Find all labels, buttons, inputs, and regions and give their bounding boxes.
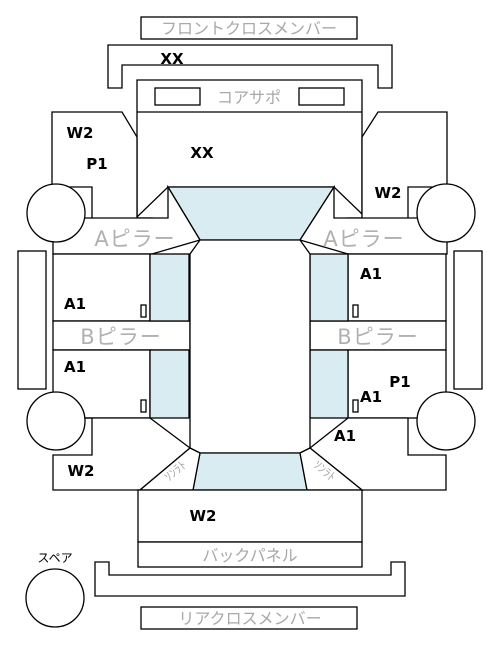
rr-door-p-code: P1	[389, 373, 410, 391]
back-panel-box[interactable]	[137, 541, 363, 568]
front-right-window[interactable]	[309, 253, 349, 322]
rl-door-code: A1	[64, 358, 86, 376]
fl-fender-w-code: W2	[67, 124, 94, 142]
back-panel-label: バックパネル	[202, 546, 297, 565]
rr-door-a-code: A1	[360, 388, 382, 406]
core-support-label: コアサポ	[217, 88, 281, 107]
fl-fender-p-code: P1	[86, 155, 107, 173]
left-side-sill[interactable]	[17, 250, 47, 390]
b-pillar-left-label: Bピラー	[80, 325, 161, 349]
spare-tire[interactable]	[25, 568, 85, 628]
fr-door-handle	[352, 304, 359, 318]
roof-panel[interactable]	[189, 239, 311, 454]
fr-fender-w-code: W2	[375, 184, 402, 202]
front-cross-member-box[interactable]	[140, 16, 358, 40]
fr-door-code: A1	[360, 265, 382, 283]
rear-member-bracket[interactable]	[94, 561, 406, 597]
rl-quarter-code: W2	[68, 462, 95, 480]
rear-right-window[interactable]	[309, 349, 349, 419]
b-pillar-right[interactable]	[309, 320, 447, 351]
trunk-code: W2	[190, 507, 217, 525]
front-member-bracket[interactable]	[107, 44, 393, 89]
a-pillar-left-label: Aピラー	[94, 227, 175, 251]
fl-door-handle	[140, 304, 147, 318]
rear-window[interactable]	[192, 452, 308, 491]
rr-quarter-code: A1	[334, 427, 356, 445]
right-side-sill[interactable]	[453, 250, 483, 390]
spare-label: スペア	[37, 551, 72, 565]
rear-left-window[interactable]	[149, 349, 190, 419]
a-pillar-right-label: Aピラー	[323, 227, 404, 251]
wheel-front-left[interactable]	[26, 183, 86, 243]
core-support-left-box	[154, 87, 201, 106]
front-cross-member-label: フロントクロスメンバー	[161, 19, 337, 38]
rear-cross-member-box[interactable]	[140, 606, 358, 630]
rear-left-quarter[interactable]	[52, 417, 192, 491]
wheel-front-right[interactable]	[416, 183, 476, 243]
front-member-code: XX	[160, 50, 184, 68]
core-support-right-box	[298, 87, 345, 106]
core-inner-code: XX	[190, 144, 214, 162]
rear-right-quarter[interactable]	[308, 417, 447, 491]
wheel-rear-right[interactable]	[416, 391, 476, 451]
front-left-window[interactable]	[149, 253, 190, 322]
b-pillar-right-label: Bピラー	[337, 325, 418, 349]
rr-door-handle	[352, 399, 359, 413]
wheel-rear-left[interactable]	[26, 391, 86, 451]
rl-door-handle	[140, 399, 147, 413]
b-pillar-left[interactable]	[52, 320, 191, 351]
fl-door-code: A1	[64, 295, 86, 313]
trunk-lid[interactable]	[137, 489, 363, 543]
front-right-door[interactable]	[347, 253, 447, 322]
rear-cross-member-label: リアクロスメンバー	[178, 609, 321, 628]
